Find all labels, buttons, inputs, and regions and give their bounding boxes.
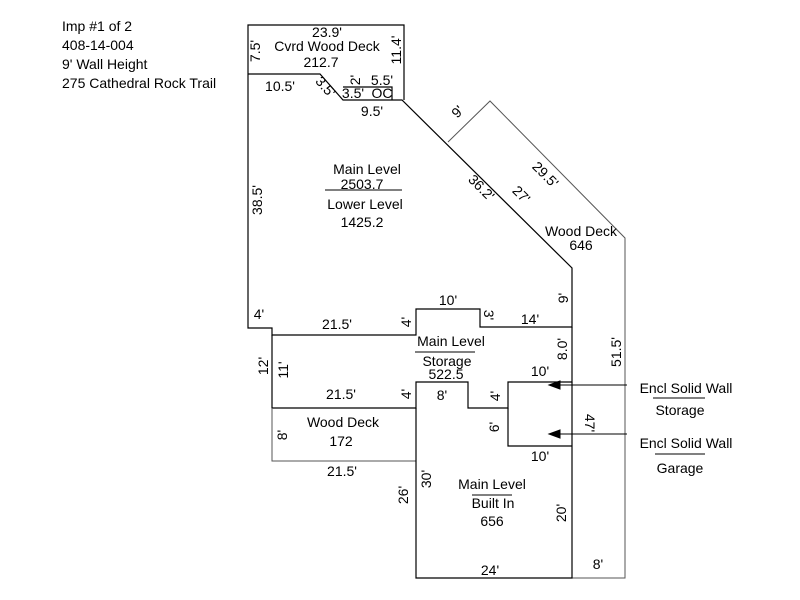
dim-24: 24' — [481, 562, 499, 578]
dim-10-5: 10.5' — [265, 78, 295, 94]
encl-garage-label-1: Encl Solid Wall — [640, 435, 733, 451]
covered-deck-label: Cvrd Wood Deck — [274, 38, 381, 54]
main-level-outline — [247, 73, 573, 336]
dim-10-top: 10' — [439, 292, 457, 308]
dim-12: 12' — [255, 357, 271, 375]
property-info: Imp #1 of 2 408-14-004 9' Wall Height 27… — [62, 17, 216, 93]
improvement-number: Imp #1 of 2 — [62, 18, 133, 34]
dim-21-5-a: 21.5' — [322, 316, 352, 332]
oc-label: OC — [372, 85, 393, 101]
encl-storage-label-1: Encl Solid Wall — [640, 380, 733, 396]
dim-9-5: 9.5' — [361, 103, 383, 119]
wood-deck-right-area: 646 — [569, 237, 593, 253]
dim-9-diag: 9' — [448, 102, 467, 121]
built-in-main-level-label: Main Level — [458, 476, 526, 492]
dim-29-5: 29.5' — [529, 158, 561, 190]
dim-4-b: 4' — [398, 389, 414, 399]
dim-27: 27' — [509, 182, 533, 206]
storage-area: 522.5 — [428, 366, 463, 382]
wall-height: 9' Wall Height — [62, 56, 148, 72]
dim-2: 2' — [347, 75, 363, 85]
dim-10-d: 10' — [531, 448, 549, 464]
dim-51-5: 51.5' — [608, 337, 624, 367]
wood-deck-left-outline — [271, 408, 416, 462]
dim-20: 20' — [553, 504, 569, 522]
oc-box — [343, 86, 393, 100]
dim-7-5: 7.5' — [247, 40, 263, 62]
dim-8-b: 8' — [437, 387, 447, 403]
dim-26: 26' — [395, 486, 411, 504]
dim-23-9: 23.9' — [312, 24, 342, 40]
main-level-label: Main Level — [333, 161, 401, 177]
built-in-outline — [415, 382, 573, 579]
dim-6: 6' — [486, 422, 502, 432]
dim-21-5-c: 21.5' — [327, 463, 357, 479]
built-in-area: 656 — [480, 513, 504, 529]
storage-outline — [271, 327, 573, 409]
encl-storage-box — [507, 408, 572, 447]
dim-9-right: 9' — [555, 293, 571, 303]
storage-main-level-label: Main Level — [417, 333, 485, 349]
dim-4-c: 4' — [487, 391, 503, 401]
dim-3-5: 3.5' — [342, 85, 364, 101]
dim-14: 14' — [521, 311, 539, 327]
dim-4-mid: 4' — [398, 317, 414, 327]
main-level-area: 2503.7 — [341, 176, 384, 192]
wood-deck-right-outline — [447, 100, 626, 579]
dim-10-c: 10' — [531, 363, 549, 379]
property-address: 275 Cathedral Rock Trail — [62, 75, 217, 91]
dim-47: 47' — [582, 414, 598, 432]
covered-deck-area: 212.7 — [303, 54, 338, 70]
garage-arrow-head — [547, 429, 561, 439]
dim-3: 3' — [481, 310, 497, 320]
dim-8-c: 8' — [274, 430, 290, 440]
storage-arrow-head — [547, 380, 561, 390]
dim-11-4: 11.4' — [388, 36, 404, 65]
dim-8-d: 8' — [593, 556, 603, 572]
storage-label: Storage — [422, 353, 471, 369]
encl-garage-label-2: Garage — [657, 460, 704, 476]
lower-level-area: 1425.2 — [341, 214, 384, 230]
dim-21-5-b: 21.5' — [326, 386, 356, 402]
lower-level-label: Lower Level — [327, 196, 403, 212]
dim-8-0: 8.0' — [554, 338, 570, 360]
parcel-number: 408-14-004 — [62, 37, 134, 53]
dim-4-left: 4' — [254, 306, 264, 322]
encl-storage-label-2: Storage — [655, 402, 704, 418]
dim-38-5: 38.5' — [249, 185, 265, 215]
dim-5-5: 5.5' — [371, 72, 393, 88]
dim-11: 11' — [275, 361, 291, 378]
covered-deck-outline — [247, 24, 405, 100]
dim-36-2: 36.2' — [465, 171, 497, 203]
wood-deck-left-label: Wood Deck — [307, 414, 380, 430]
dim-3-5-diag: 3.5' — [312, 73, 339, 100]
built-in-label: Built In — [472, 495, 515, 511]
dim-30: 30' — [418, 470, 434, 488]
wood-deck-left-area: 172 — [329, 433, 353, 449]
wood-deck-right-label: Wood Deck — [545, 223, 618, 239]
